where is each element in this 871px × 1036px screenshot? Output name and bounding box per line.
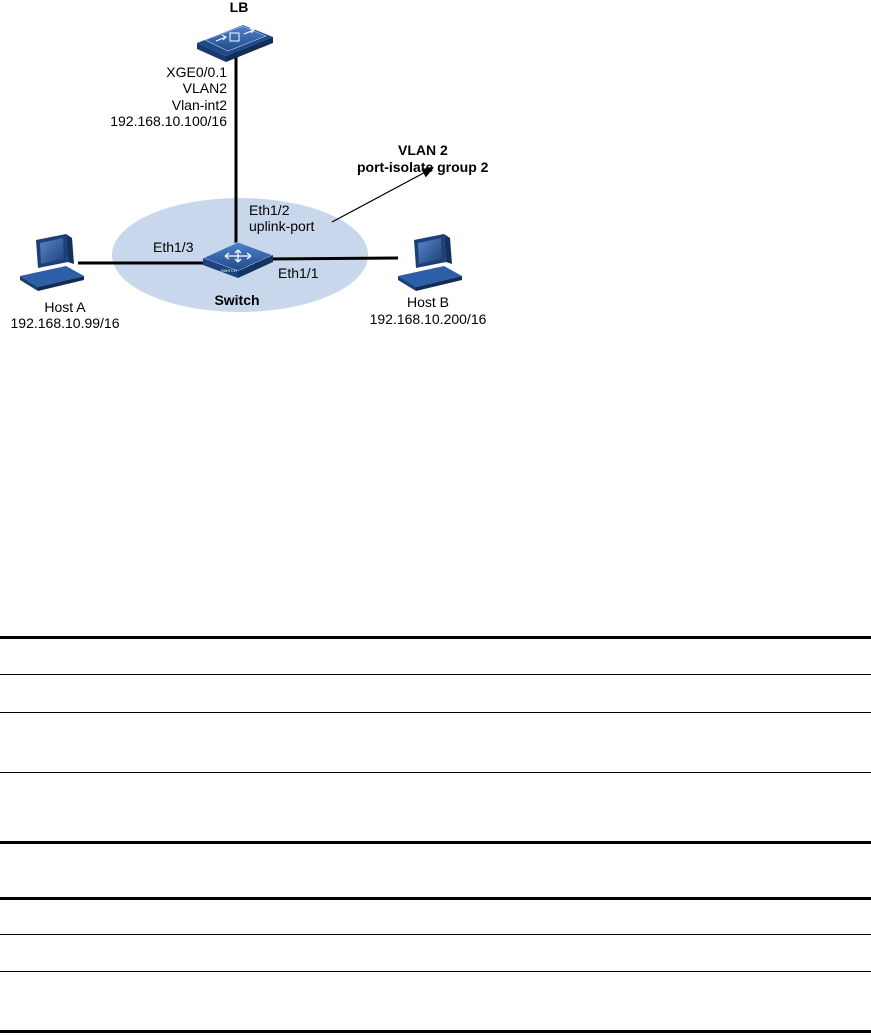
table1-bottom-rule: [0, 841, 871, 844]
switch-icon: SWITCH: [201, 241, 275, 278]
table1-header-rule: [0, 674, 871, 675]
table2-bottom-rule: [0, 1030, 871, 1033]
lb-vlan-int-label: Vlan-int2: [172, 97, 227, 113]
callout-group-label: port-isolate group 2: [357, 159, 489, 175]
host-a-label: Host A: [44, 299, 86, 315]
switch-device-text: SWITCH: [221, 268, 237, 273]
lb-label: LB: [230, 0, 249, 15]
table1-row-rule-1: [0, 712, 871, 713]
eth12-label: Eth1/2: [249, 202, 290, 218]
eth13-label: Eth1/3: [153, 239, 194, 255]
lb-port-label: XGE0/0.1: [166, 64, 227, 80]
load-balancer-icon: [197, 25, 273, 62]
table2-header-rule: [0, 934, 871, 935]
switch-label: Switch: [214, 292, 259, 308]
table1-row-rule-2: [0, 772, 871, 773]
table1-top-rule: [0, 636, 871, 639]
network-diagram: SWITCH LB XGE0/0.1 VLAN2 Vlan-int2 192.1…: [11, 0, 489, 331]
link-switch-host-b: [263, 256, 399, 261]
table2-row-rule-1: [0, 971, 871, 972]
eth12-role-label: uplink-port: [249, 218, 314, 234]
callout-vlan-label: VLAN 2: [398, 142, 448, 158]
lb-ip-label: 192.168.10.100/16: [110, 113, 227, 129]
host-b-computer-icon: [398, 234, 462, 291]
host-a-computer-icon: [20, 234, 84, 291]
lb-vlan-label: VLAN2: [183, 80, 228, 96]
host-a-ip-label: 192.168.10.99/16: [11, 315, 120, 331]
host-b-label: Host B: [407, 294, 449, 310]
eth11-label: Eth1/1: [278, 265, 319, 281]
table2-top-rule: [0, 897, 871, 900]
host-b-ip-label: 192.168.10.200/16: [370, 311, 487, 327]
callout-arrow-icon: [331, 167, 435, 223]
